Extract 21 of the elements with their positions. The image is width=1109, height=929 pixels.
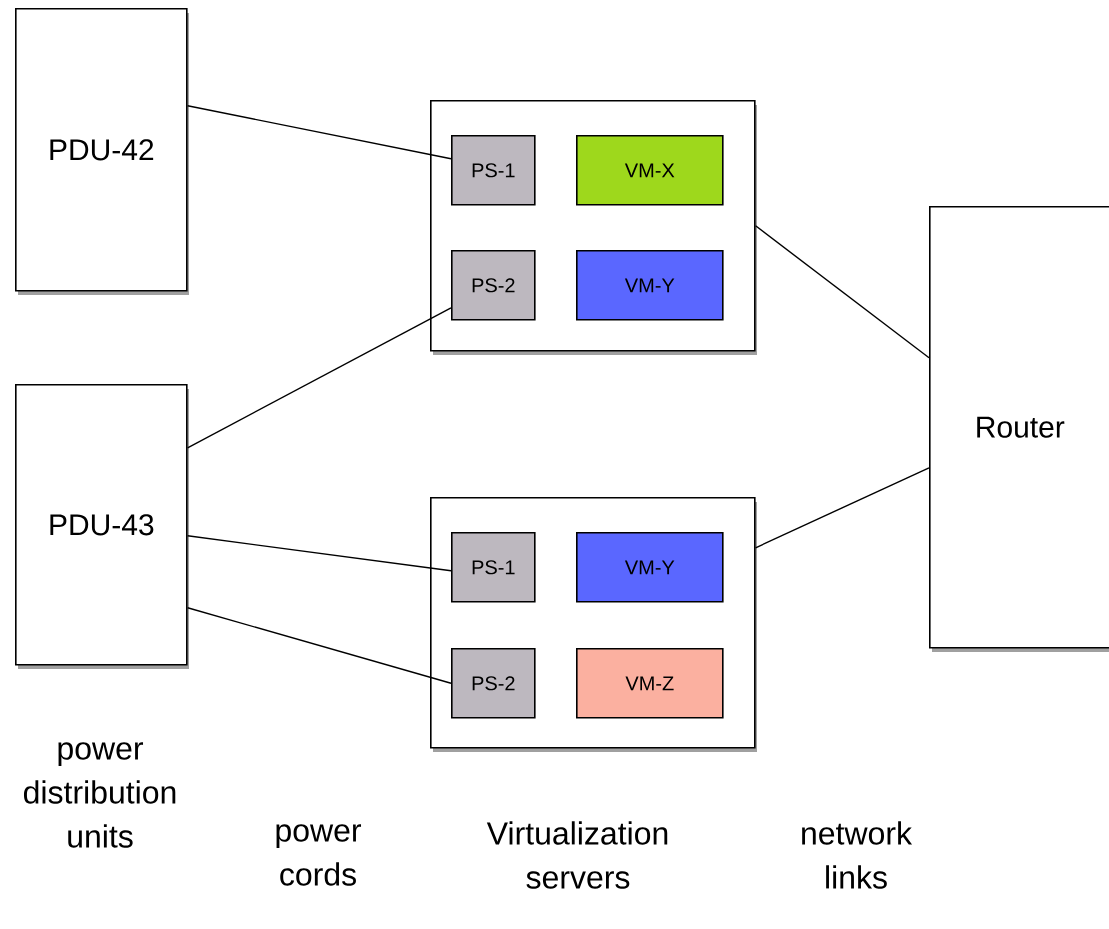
power-cord	[186, 105, 452, 160]
pdu-box: PDU-42	[15, 8, 189, 295]
network-link	[754, 467, 930, 549]
power-cord	[186, 607, 452, 684]
column-label: network links	[802, 821, 913, 889]
column-label: power distribution units	[24, 742, 176, 848]
vm-box: VM-Z	[576, 648, 724, 719]
vm-box: VM-Y	[576, 250, 724, 321]
power-supply-box: PS-2	[451, 250, 536, 321]
column-label: power cords	[276, 824, 361, 886]
power-cord	[186, 535, 452, 572]
vm-box: VM-Y	[576, 532, 724, 603]
power-cord	[186, 307, 452, 449]
power-supply-box: PS-1	[451, 135, 536, 206]
router-box: Router	[929, 206, 1109, 652]
vm-box: VM-X	[576, 135, 724, 206]
network-link	[754, 225, 930, 359]
power-supply-box: PS-1	[451, 532, 536, 603]
column-label: Virtualization servers	[486, 821, 668, 889]
power-supply-box: PS-2	[451, 648, 536, 719]
pdu-box: PDU-43	[15, 384, 189, 669]
